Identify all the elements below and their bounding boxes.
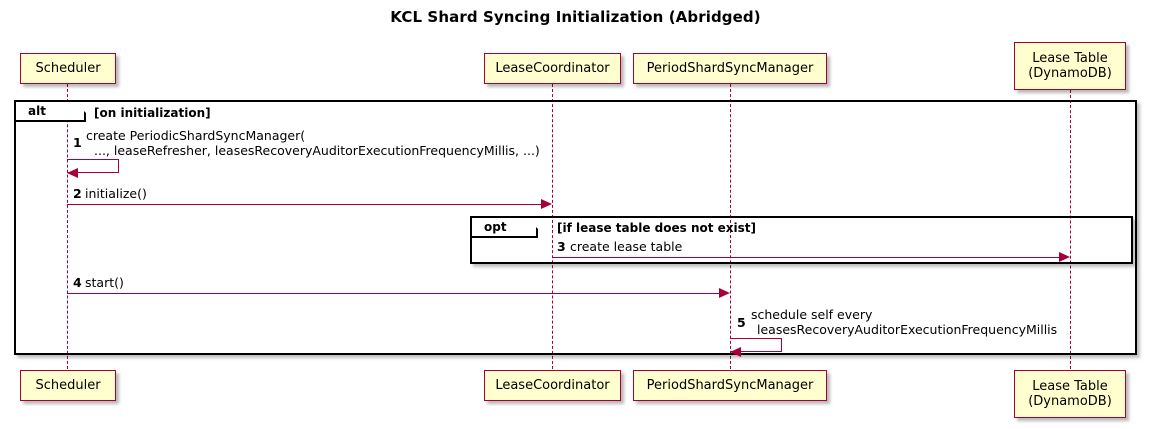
participant-leasetable-bottom[interactable]: Lease Table (DynamoDB) bbox=[1014, 370, 1126, 418]
message-5-self-loop bbox=[730, 338, 782, 352]
fragment-alt-keyword: alt bbox=[28, 104, 46, 118]
participant-leasetable-bottom-label-line2: (DynamoDB) bbox=[1028, 394, 1112, 409]
fragment-alt-condition: [on initialization] bbox=[94, 106, 211, 120]
message-2-arrowhead bbox=[541, 199, 552, 209]
lifeline-leasecoordinator bbox=[552, 84, 553, 369]
lifeline-scheduler bbox=[67, 84, 68, 369]
message-4-line bbox=[67, 293, 719, 294]
message-5-label-line1: schedule self every bbox=[751, 307, 873, 322]
participant-leasecoordinator-bottom[interactable]: LeaseCoordinator bbox=[484, 370, 621, 401]
participant-scheduler-top-label: Scheduler bbox=[35, 61, 101, 76]
message-1-label-line2: ..., leaseRefresher, leasesRecoveryAudit… bbox=[94, 143, 540, 158]
participant-periodshardsyncmanager-bottom[interactable]: PeriodShardSyncManager bbox=[633, 370, 827, 401]
message-5-arrowhead bbox=[730, 347, 741, 357]
participant-leasetable-top-label-line2: (DynamoDB) bbox=[1028, 66, 1112, 81]
diagram-title: KCL Shard Syncing Initialization (Abridg… bbox=[390, 8, 761, 26]
message-1-arrowhead bbox=[67, 168, 78, 178]
fragment-opt-keyword-tab: opt bbox=[472, 218, 538, 238]
fragment-opt-condition: [if lease table does not exist] bbox=[557, 221, 757, 235]
message-3-arrowhead bbox=[1059, 252, 1070, 262]
lifeline-periodshardsyncmanager bbox=[730, 84, 731, 369]
participant-leasecoordinator-top-label: LeaseCoordinator bbox=[495, 61, 610, 76]
message-2-line bbox=[67, 204, 541, 205]
participant-scheduler-bottom[interactable]: Scheduler bbox=[20, 370, 116, 401]
participant-periodshardsyncmanager-top-label: PeriodShardSyncManager bbox=[646, 61, 814, 76]
participant-leasetable-top[interactable]: Lease Table (DynamoDB) bbox=[1014, 42, 1126, 90]
participant-leasecoordinator-bottom-label: LeaseCoordinator bbox=[495, 378, 610, 393]
message-1-label-line1: create PeriodicShardSyncManager( bbox=[86, 128, 306, 143]
message-3-number: 3 bbox=[557, 239, 566, 254]
participant-periodshardsyncmanager-top[interactable]: PeriodShardSyncManager bbox=[633, 53, 827, 84]
message-2-label: initialize() bbox=[85, 186, 147, 201]
message-3-line bbox=[552, 257, 1059, 258]
fragment-opt bbox=[470, 216, 1133, 264]
message-1-self-loop bbox=[67, 159, 119, 173]
message-4-number: 4 bbox=[73, 275, 82, 290]
message-2-number: 2 bbox=[73, 186, 82, 201]
fragment-alt bbox=[14, 100, 1137, 355]
message-4-arrowhead bbox=[719, 288, 730, 298]
fragment-opt-keyword: opt bbox=[484, 220, 507, 234]
participant-scheduler-top[interactable]: Scheduler bbox=[20, 53, 116, 84]
participant-leasecoordinator-top[interactable]: LeaseCoordinator bbox=[484, 53, 621, 84]
message-4-label: start() bbox=[85, 275, 124, 290]
message-3-label: create lease table bbox=[570, 239, 683, 254]
message-5-number: 5 bbox=[737, 315, 746, 330]
message-5-label-line2: leasesRecoveryAuditorExecutionFrequencyM… bbox=[757, 322, 1058, 337]
participant-scheduler-bottom-label: Scheduler bbox=[35, 378, 101, 393]
lifeline-leasetable bbox=[1070, 90, 1071, 369]
fragment-alt-keyword-tab: alt bbox=[16, 102, 86, 122]
participant-leasetable-top-label-line1: Lease Table bbox=[1032, 51, 1108, 66]
participant-leasetable-bottom-label-line1: Lease Table bbox=[1032, 379, 1108, 394]
message-1-number: 1 bbox=[73, 135, 82, 150]
participant-periodshardsyncmanager-bottom-label: PeriodShardSyncManager bbox=[646, 378, 814, 393]
